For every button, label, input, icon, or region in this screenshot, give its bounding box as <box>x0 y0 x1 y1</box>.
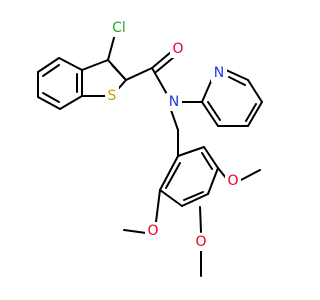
pyridine-nitrogen-atom: N <box>211 64 227 82</box>
amide-nitrogen-label: N <box>169 94 179 110</box>
pyridine-nitrogen-label: N <box>214 65 224 81</box>
methoxy-3-o-bond <box>199 206 202 233</box>
aryl-bond-4 <box>181 193 209 207</box>
benzo-bond-2 <box>58 57 83 71</box>
benzo-inner-bond-1 <box>42 64 60 77</box>
amide-nitrogen-atom: N <box>166 93 182 111</box>
pyridine-bond-2 <box>225 69 249 81</box>
carbonyl-double-bond-1 <box>151 51 172 69</box>
aryl-bond-5 <box>159 189 183 207</box>
atom-labels: Cl O S N N O O O <box>105 19 241 251</box>
carbonyl-double-bond-2 <box>155 56 175 73</box>
aryl-inner-bond-1 <box>201 152 213 170</box>
methoxy-oxygen-3-label: O <box>195 234 206 250</box>
methoxy-2-o-bond <box>155 189 161 223</box>
amide-bond <box>151 67 169 97</box>
pyridine-bond-3 <box>247 79 263 103</box>
methoxy-oxygen-1-label: O <box>227 173 238 189</box>
methoxy-oxygen-2-atom: O <box>145 222 161 240</box>
methoxy-1-methyl-bond <box>240 169 261 181</box>
molecule-structure-diagram: Cl O S N N O O O <box>37 19 263 277</box>
carbonyl-oxygen-label: O <box>172 41 183 57</box>
methoxy-oxygen-3-atom: O <box>193 233 209 251</box>
aryl-bond-6 <box>159 155 179 191</box>
thiophene-double-bond <box>111 64 126 80</box>
benzo-inner-bond-2 <box>42 92 60 103</box>
carbonyl-carbon-bond <box>125 67 153 81</box>
chlorine-atom: Cl <box>109 19 129 37</box>
aryl-bond-3 <box>207 167 219 195</box>
aryl-bond-2 <box>203 146 219 169</box>
pyridine-bond-6 <box>201 101 219 127</box>
methoxy-1-o-bond <box>217 167 227 179</box>
methoxy-oxygen-2-label: O <box>147 223 158 239</box>
pyridine-inner-bond-1 <box>228 76 246 86</box>
methoxy-2-methyl-bond <box>123 229 147 234</box>
chlorine-bond <box>107 33 116 61</box>
pyridine-bond-1 <box>201 78 213 103</box>
aryl-inner-bond-3 <box>165 162 181 189</box>
pyridine-inner-bond-2 <box>245 103 257 122</box>
pyridine-inner-bond-3 <box>207 101 221 121</box>
benzo-bond-5 <box>37 96 61 110</box>
methoxy-oxygen-1-atom: O <box>225 172 241 190</box>
pyridine-bond-4 <box>247 101 263 127</box>
benzo-bond-1 <box>37 57 60 73</box>
aryl-bond-1 <box>177 146 205 157</box>
benzo-bond-4 <box>59 95 83 110</box>
carbonyl-oxygen-atom: O <box>170 40 186 58</box>
sulfur-label: S <box>108 88 117 104</box>
thiophene-bond-1 <box>81 59 109 71</box>
n-benzyl-bond <box>170 109 179 131</box>
chlorine-label: Cl <box>112 20 126 36</box>
sulfur-atom: S <box>105 87 119 105</box>
aryl-inner-bond-2 <box>183 191 204 201</box>
